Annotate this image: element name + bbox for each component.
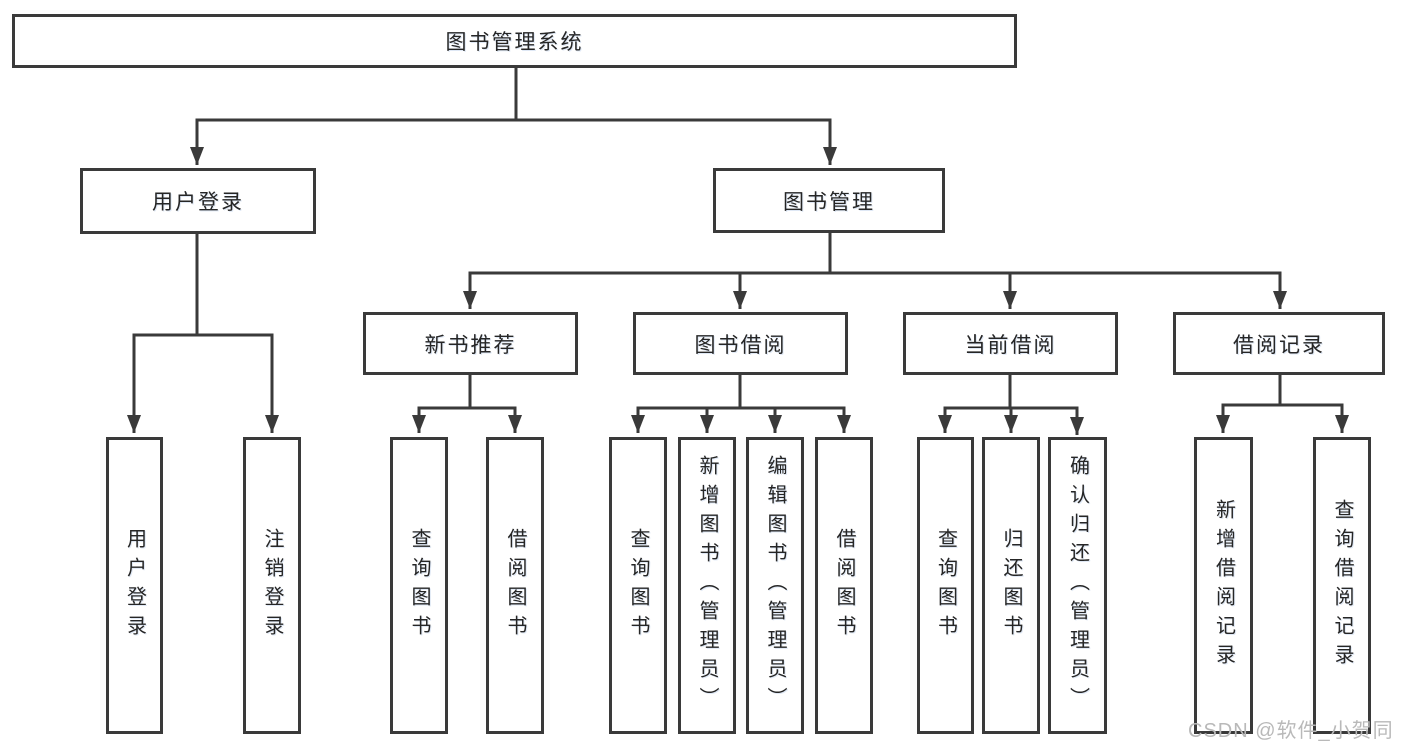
node-new-book-recommend: 新书推荐 bbox=[363, 312, 578, 375]
leaf-query-books-borrow: 查询图书 bbox=[609, 437, 667, 734]
node-current-borrowing: 当前借阅 bbox=[903, 312, 1118, 375]
leaf-return-books: 归还图书 bbox=[982, 437, 1040, 734]
node-book-borrowing: 图书借阅 bbox=[633, 312, 848, 375]
leaf-query-books-current: 查询图书 bbox=[917, 437, 974, 734]
leaf-query-borrow-record: 查询借阅记录 bbox=[1313, 437, 1371, 734]
node-borrowing-records: 借阅记录 bbox=[1173, 312, 1385, 375]
leaf-borrow-books: 借阅图书 bbox=[815, 437, 873, 734]
node-root-system: 图书管理系统 bbox=[12, 14, 1017, 68]
leaf-confirm-return-admin: 确认归还（管理员） bbox=[1048, 437, 1107, 734]
leaf-edit-books-admin: 编辑图书（管理员） bbox=[746, 437, 804, 734]
leaf-borrow-books-recommend: 借阅图书 bbox=[486, 437, 544, 734]
leaf-logout: 注销登录 bbox=[243, 437, 301, 734]
csdn-watermark: CSDN @软件_小贺同学 bbox=[1188, 720, 1394, 742]
node-book-management: 图书管理 bbox=[713, 168, 945, 233]
node-user-login: 用户登录 bbox=[80, 168, 316, 234]
leaf-query-books-recommend: 查询图书 bbox=[390, 437, 448, 734]
leaf-add-books-admin: 新增图书（管理员） bbox=[678, 437, 736, 734]
leaf-add-borrow-record: 新增借阅记录 bbox=[1194, 437, 1253, 734]
leaf-user-login: 用户登录 bbox=[106, 437, 163, 734]
